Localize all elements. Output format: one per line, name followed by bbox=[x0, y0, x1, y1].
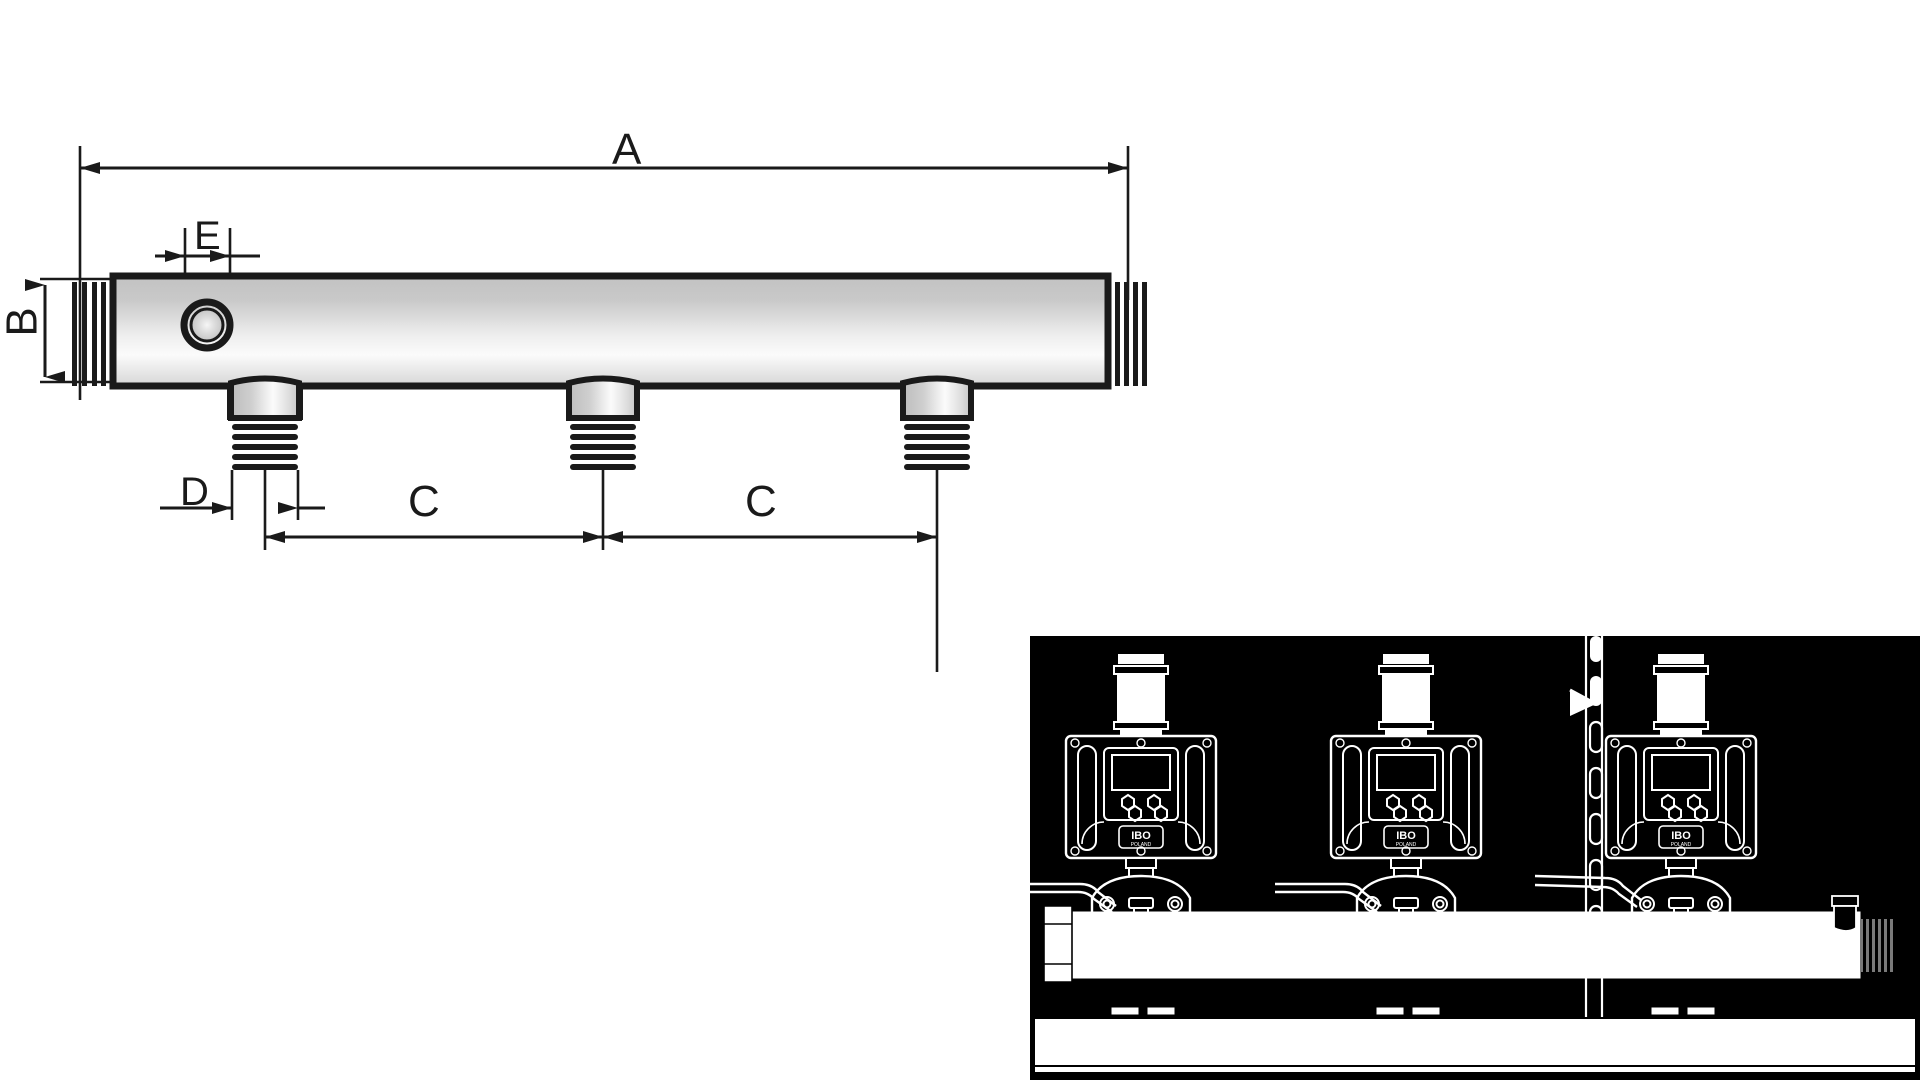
lcd-display bbox=[1376, 754, 1436, 791]
base-rail bbox=[1035, 1017, 1915, 1072]
keypad-buttons bbox=[1386, 793, 1433, 823]
flow-meter-unit-1[interactable]: IBO POLAND bbox=[1064, 654, 1218, 860]
dimension-label-C1: C bbox=[408, 477, 440, 526]
dimension-label-A: A bbox=[612, 125, 642, 174]
lcd-display bbox=[1651, 754, 1711, 791]
right-thread bbox=[1106, 282, 1147, 386]
outlet-port-3 bbox=[900, 375, 974, 672]
dimension-label-D: D bbox=[180, 470, 209, 514]
product-photo-svg: IBO POLAND bbox=[1030, 636, 1920, 1080]
housing-screws bbox=[1335, 738, 1477, 856]
valve-feet bbox=[1111, 1007, 1715, 1015]
product-photo-inset: IBO POLAND bbox=[1030, 636, 1920, 1080]
brand-label: IBO bbox=[1396, 830, 1416, 842]
dimension-label-E: E bbox=[194, 214, 221, 258]
housing-screws bbox=[1610, 738, 1752, 856]
valve-lever-handle bbox=[1534, 874, 1642, 901]
brand-sub-label: POLAND bbox=[1671, 842, 1692, 848]
brand-sub-label: POLAND bbox=[1131, 842, 1152, 848]
keypad-buttons bbox=[1661, 793, 1708, 823]
brand-plate bbox=[1118, 825, 1164, 849]
lower-manifold-pipe bbox=[1072, 911, 1861, 979]
lcd-display bbox=[1111, 754, 1171, 791]
keypad-buttons bbox=[1121, 793, 1168, 823]
flow-meter-unit-3[interactable]: IBO POLAND bbox=[1604, 654, 1758, 860]
flow-meter-unit-2[interactable]: IBO POLAND bbox=[1329, 654, 1483, 860]
side-fitting bbox=[1831, 895, 1859, 932]
outlet-port-2 bbox=[566, 375, 640, 550]
brand-sub-label: POLAND bbox=[1396, 842, 1417, 848]
gauge-port-boss bbox=[180, 298, 234, 352]
brand-plate bbox=[1658, 825, 1704, 849]
dimension-label-B: B bbox=[0, 307, 47, 337]
manifold-body bbox=[109, 272, 1112, 390]
left-thread bbox=[72, 282, 115, 386]
dimension-label-C2: C bbox=[745, 477, 777, 526]
hex-end-nut bbox=[1043, 905, 1073, 983]
housing-screws bbox=[1070, 738, 1212, 856]
outlet-port-1 bbox=[227, 375, 303, 550]
brand-label: IBO bbox=[1131, 830, 1151, 842]
valve-lever-handle bbox=[1030, 882, 1117, 907]
brand-label: IBO bbox=[1671, 830, 1691, 842]
valve-lever-handle bbox=[1275, 882, 1382, 907]
right-threaded-end bbox=[1860, 919, 1893, 972]
brand-plate bbox=[1383, 825, 1429, 849]
